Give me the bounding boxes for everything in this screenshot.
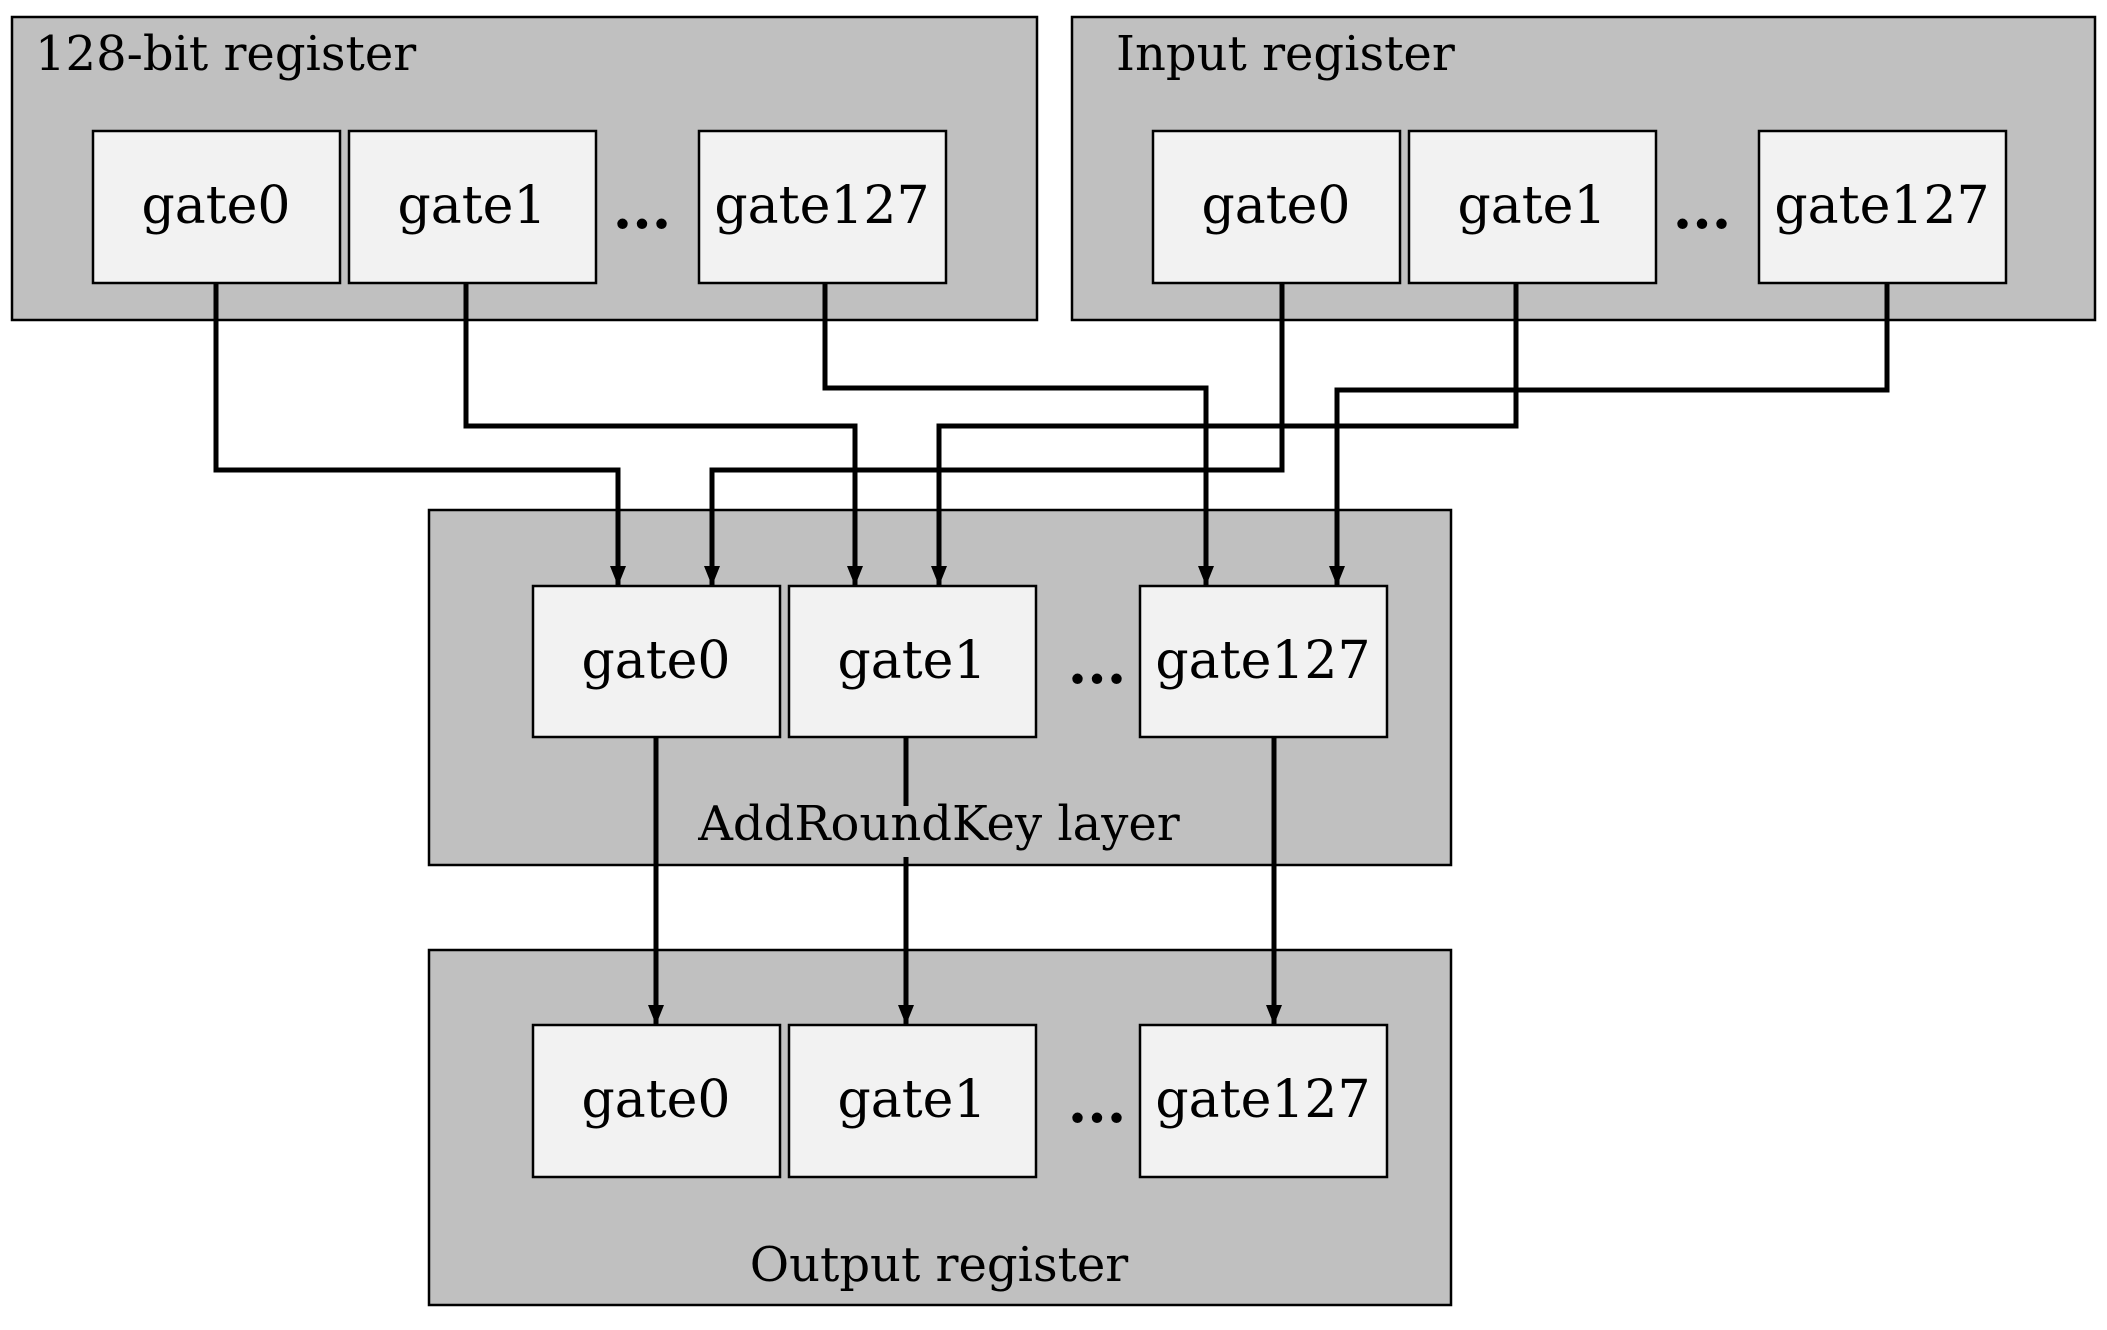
gate-label: gate0	[141, 176, 290, 236]
addroundkey-gate0: gate0	[531, 584, 782, 739]
gates-ellipsis: ...	[1673, 176, 1732, 242]
wire-key-gate0-to-ark-gate0	[213, 283, 626, 586]
gate-label: gate1	[1457, 176, 1606, 236]
input-register-title: Input register	[1116, 26, 1455, 82]
key-register-gate1: gate1	[347, 129, 598, 285]
gate-label: gate127	[1774, 176, 1989, 236]
addroundkey-title-backing	[710, 795, 1160, 857]
gates-ellipsis: ...	[1068, 1070, 1127, 1136]
wire-input-gate1-to-ark-gate1	[931, 283, 1519, 586]
gate-label: gate127	[1155, 1070, 1370, 1130]
addroundkey-gate127: gate127	[1138, 584, 1389, 739]
key-register-gate0: gate0	[91, 129, 342, 285]
gate-label: gate1	[837, 1070, 986, 1130]
gate-label: gate1	[397, 176, 546, 236]
key-register-title: 128-bit register	[35, 26, 416, 82]
gates-ellipsis: ...	[1068, 631, 1127, 697]
gate-label: gate127	[1155, 631, 1370, 691]
input-register-gate127: gate127	[1757, 129, 2008, 285]
addroundkey-layer-title: AddRoundKey layer	[697, 796, 1180, 852]
output-register-title: Output register	[750, 1237, 1129, 1293]
wire-key-gate1-to-ark-gate1	[463, 283, 863, 586]
output-gate0: gate0	[531, 1023, 782, 1179]
output-gate1: gate1	[787, 1023, 1038, 1179]
input-register-gate1: gate1	[1407, 129, 1658, 285]
output-gate127: gate127	[1138, 1023, 1389, 1179]
addroundkey-gate1: gate1	[787, 584, 1038, 739]
wire-input-gate127-to-ark-gate127	[1329, 283, 1890, 586]
gate-label: gate0	[1201, 176, 1350, 236]
wire-key-gate127-to-ark-gate127	[822, 283, 1214, 586]
gates-ellipsis: ...	[613, 176, 672, 242]
key-register-gate127: gate127	[697, 129, 948, 285]
key-register: 128-bit register gate0 gate1 ... gate127	[10, 15, 1039, 322]
gate-label: gate0	[581, 1070, 730, 1130]
input-register: Input register gate0 gate1 ... gate127	[1070, 15, 2097, 322]
gate-label: gate127	[714, 176, 929, 236]
input-register-gate0: gate0	[1151, 129, 1402, 285]
wire-input-gate0-to-ark-gate0	[704, 283, 1285, 586]
gate-label: gate1	[837, 631, 986, 691]
connection-wires	[213, 283, 1890, 1025]
gate-label: gate0	[581, 631, 730, 691]
